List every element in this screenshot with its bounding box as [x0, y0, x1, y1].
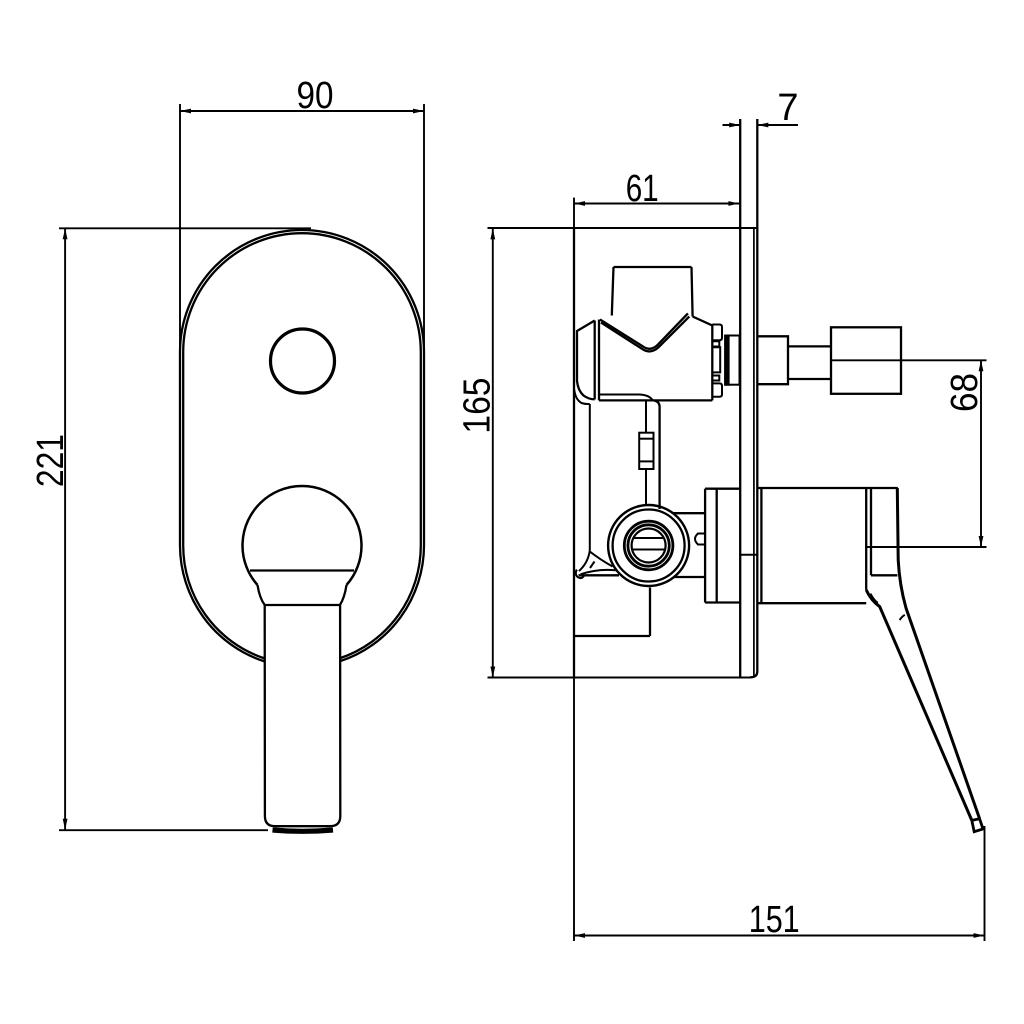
svg-text:90: 90 — [297, 75, 334, 117]
svg-text:151: 151 — [749, 899, 800, 941]
svg-text:61: 61 — [626, 168, 659, 210]
svg-text:221: 221 — [30, 434, 72, 487]
svg-text:68: 68 — [944, 373, 986, 412]
svg-text:7: 7 — [777, 87, 798, 129]
svg-text:165: 165 — [457, 378, 499, 434]
